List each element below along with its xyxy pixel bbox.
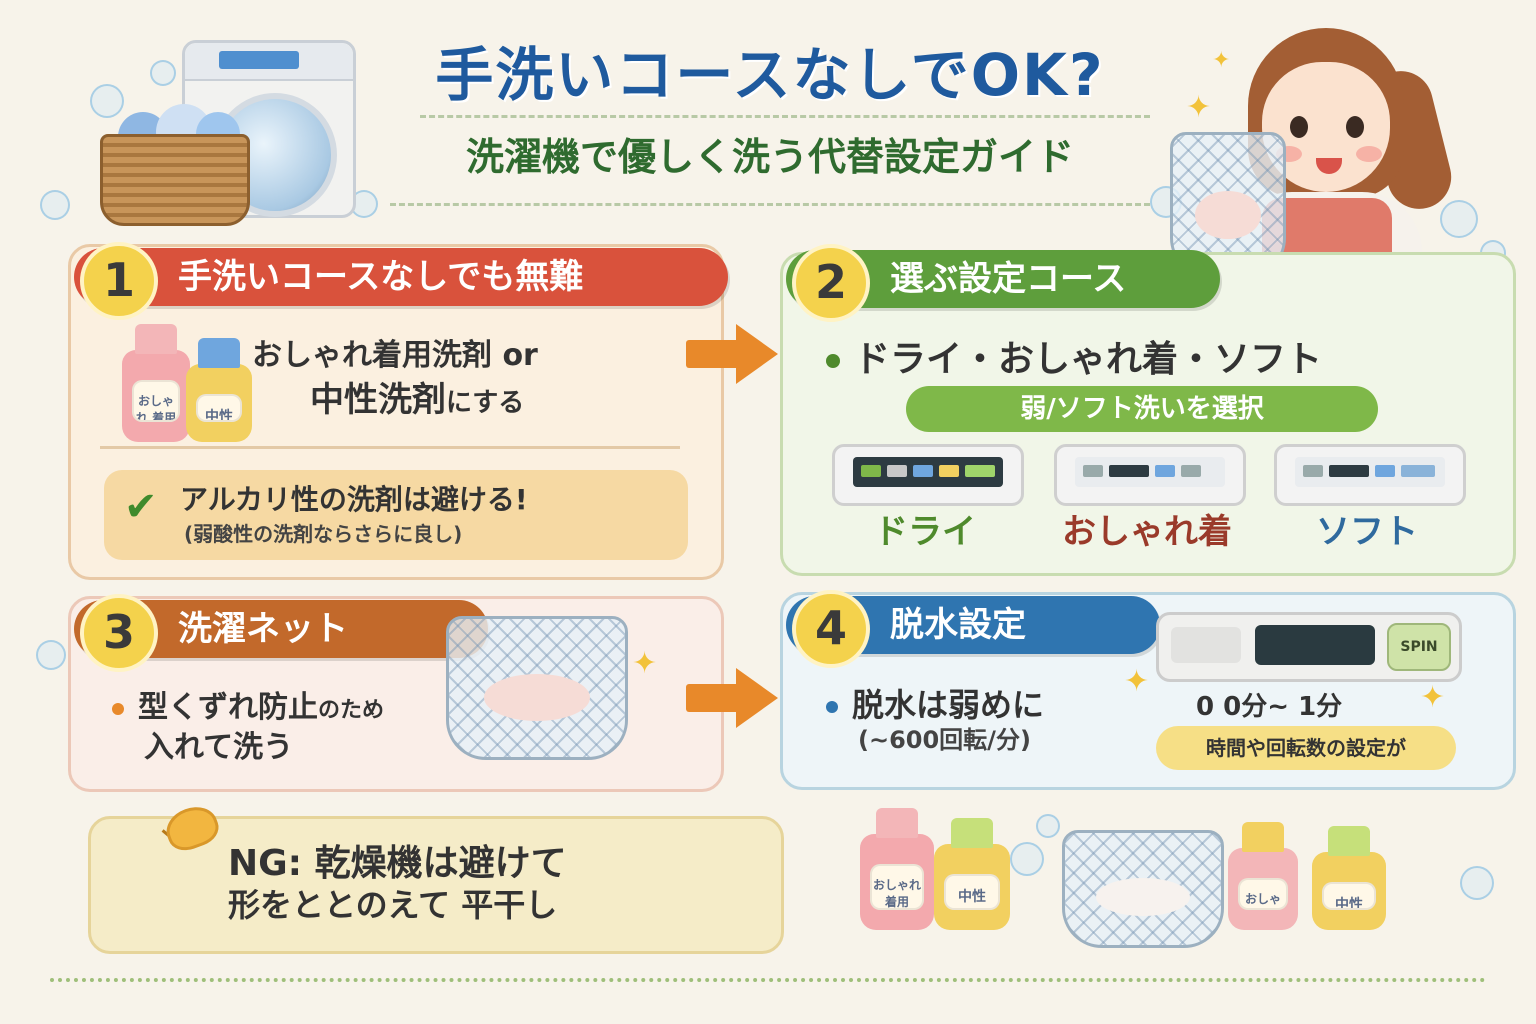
- section-title: 洗濯ネット: [178, 609, 348, 649]
- mode-label-soft: ソフト: [1316, 512, 1418, 552]
- mode-label-fashion: おしゃれ着: [1062, 512, 1232, 552]
- spin-display: [1255, 625, 1375, 665]
- text: のため: [318, 698, 385, 723]
- laundry-net-illustration: [1062, 830, 1224, 948]
- eye: [1346, 116, 1364, 138]
- section-number: 1: [80, 242, 158, 320]
- divider: [390, 203, 1150, 206]
- bottle-label: 中性: [196, 394, 242, 422]
- cloth: [1195, 191, 1261, 239]
- spin-time: 0 0分~ 1分: [1196, 692, 1343, 722]
- section-number: 2: [792, 244, 870, 322]
- bottle-label: おしゃれ 着用: [870, 864, 924, 910]
- detergent-bottle-yellow: 中性: [186, 338, 252, 442]
- ng-line-2: 形をととのえて 平干し: [228, 886, 558, 924]
- select-soft-wash-pill: 弱/ソフト洗いを選択: [906, 386, 1378, 432]
- section-2-heading: 2 選ぶ設定コース: [786, 244, 1220, 322]
- section-number: 4: [792, 590, 870, 668]
- section-title: 手洗いコースなしでも無難: [178, 257, 584, 297]
- bottle-label: おしゃれ 着用: [132, 380, 180, 422]
- page-subtitle: 洗濯機で優しく洗う代替設定ガイド: [465, 135, 1074, 179]
- mouth: [1316, 158, 1342, 174]
- tip-box: [104, 470, 688, 560]
- course-text: ドライ・おしゃれ着・ソフト: [854, 339, 1323, 380]
- course-list: ドライ・おしゃれ着・ソフト: [826, 330, 1322, 382]
- detergent-bottle-pink: おしゃれ 着用: [122, 324, 190, 442]
- bubble: [1460, 866, 1494, 900]
- section-3-heading: 3 洗濯ネット: [74, 594, 488, 672]
- detergent-bottle-yellow: 中性: [934, 818, 1010, 930]
- bullet-icon: [826, 701, 838, 713]
- emphasis-text: 中性洗剤: [310, 380, 446, 420]
- spin-text: 脱水は弱めに: [852, 686, 1045, 724]
- dry-mode-panel: [832, 444, 1024, 506]
- bubble: [150, 60, 176, 86]
- text: にする: [446, 388, 525, 418]
- bullet-icon: [826, 354, 840, 368]
- detergent-line-1: おしゃれ着用洗剤 or: [252, 338, 538, 373]
- ng-line-1: NG: 乾燥機は避けて: [228, 843, 567, 884]
- display: [219, 51, 299, 69]
- tip-note: (弱酸性の洗剤ならさらに良し): [184, 522, 463, 546]
- sparkle-icon: ✦: [632, 646, 658, 681]
- mode-label-dry: ドライ: [874, 512, 976, 552]
- detergent-bottle-pink: おしゃれ 着用: [1228, 822, 1298, 930]
- net-line-1: 型くずれ防止のため: [112, 682, 384, 726]
- spin-knob: SPIN: [1387, 623, 1451, 671]
- cloth: [484, 674, 590, 722]
- bottle-label: 中性: [1322, 882, 1376, 910]
- section-title: 選ぶ設定コース: [890, 259, 1127, 299]
- laundry-basket: [100, 134, 250, 226]
- spin-line-2: (~600回転/分): [858, 726, 1031, 754]
- laundry-net-illustration: [446, 616, 628, 760]
- laundry-net-held: [1170, 132, 1286, 278]
- bubble: [1036, 814, 1060, 838]
- detergent-bottle-pink: おしゃれ 着用: [860, 808, 934, 930]
- emphasis-text: 型くずれ防止: [138, 690, 318, 725]
- arrow-right-icon: [686, 666, 780, 730]
- section-number: 3: [80, 594, 158, 672]
- arrow-right-icon: [686, 322, 780, 386]
- bottle-label: おしゃれ 着用: [1238, 878, 1288, 910]
- sparkle-icon: ✦: [1212, 48, 1231, 73]
- check-icon: ✔: [124, 484, 158, 530]
- bubble: [90, 84, 124, 118]
- bubble: [1010, 842, 1044, 876]
- bubble: [1440, 200, 1478, 238]
- section-title: 脱水設定: [890, 605, 1026, 645]
- soft-mode-panel: [1274, 444, 1466, 506]
- tip-title: アルカリ性の洗剤は避ける!: [180, 483, 528, 516]
- fashion-mode-panel: [1054, 444, 1246, 506]
- bottle-label: 中性: [944, 874, 1000, 910]
- spin-setting-pill: 時間や回転数の設定が: [1156, 726, 1456, 770]
- detergent-line-2: 中性洗剤にする: [310, 372, 524, 421]
- eye: [1290, 116, 1308, 138]
- sparkle-icon: ✦: [1420, 680, 1446, 715]
- control-strip: [185, 43, 353, 81]
- spin-line-1: 脱水は弱めに: [826, 680, 1044, 726]
- bottom-divider: [50, 978, 1486, 982]
- sparkle-icon: ✦: [1124, 664, 1150, 699]
- bubble: [36, 640, 66, 670]
- cheek: [1356, 146, 1382, 162]
- spin-control-panel: SPIN: [1156, 612, 1462, 682]
- bubble: [40, 190, 70, 220]
- section-4-heading: 4 脱水設定: [786, 590, 1160, 668]
- divider: [100, 446, 680, 449]
- section-1-heading: 1 手洗いコースなしでも無難: [74, 242, 728, 320]
- page-title: 手洗いコースなしでOK?: [435, 41, 1105, 109]
- detergent-bottle-yellow: 中性: [1312, 826, 1386, 930]
- divider: [420, 115, 1150, 118]
- net-line-2: 入れて洗う: [144, 730, 294, 765]
- sparkle-icon: ✦: [1186, 90, 1212, 125]
- cloth: [1096, 877, 1190, 916]
- bullet-icon: [112, 702, 124, 715]
